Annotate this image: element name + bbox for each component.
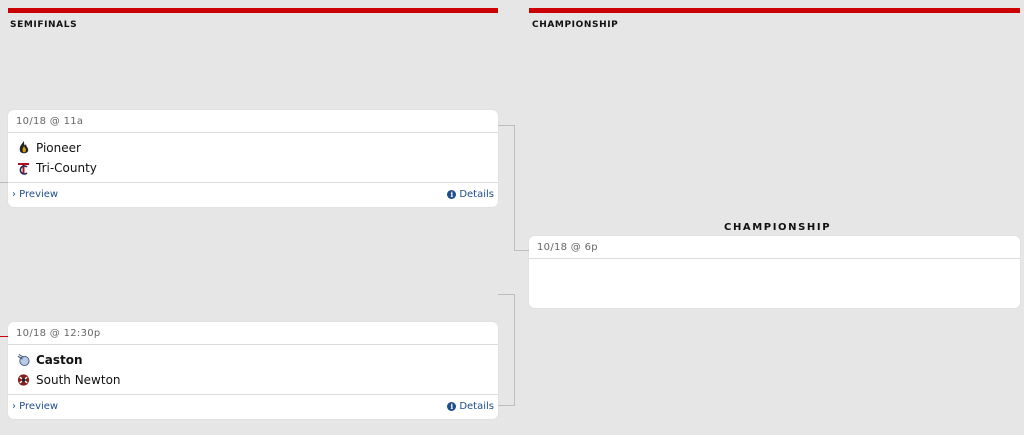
game-links: › Preview i Details	[8, 395, 498, 418]
bracket-connector-join	[514, 250, 529, 251]
game-time: 10/18 @ 11a	[8, 110, 498, 133]
team-list: Pioneer Tri-County	[8, 133, 498, 183]
details-label: Details	[459, 189, 494, 200]
semifinal-game-card[interactable]: 10/18 @ 12:30p Caston South Newton	[8, 322, 498, 419]
team-name: Tri-County	[36, 161, 97, 175]
semifinal-game-card[interactable]: 10/18 @ 11a Pioneer Tri-County › Preview	[8, 110, 498, 207]
caston-comet-logo-icon	[17, 353, 30, 367]
team-row[interactable]: Pioneer	[17, 138, 498, 158]
team-row[interactable]: South Newton	[17, 370, 498, 390]
info-icon: i	[447, 190, 457, 199]
tri-county-tc-logo-icon	[17, 161, 30, 175]
championship-header-bar	[529, 8, 1020, 13]
championship-label: CHAMPIONSHIP	[724, 222, 832, 233]
details-label: Details	[459, 401, 494, 412]
game-time: 10/18 @ 12:30p	[8, 322, 498, 345]
info-icon: i	[447, 402, 457, 411]
bracket-connector-bottom	[498, 294, 515, 406]
team-name: Caston	[36, 353, 83, 367]
semifinals-title: SEMIFINALS	[10, 20, 78, 30]
semifinals-header-bar	[8, 8, 498, 13]
bracket-connector-top	[498, 125, 515, 251]
details-link[interactable]: i Details	[447, 189, 494, 200]
championship-game-card[interactable]: 10/18 @ 6p	[529, 236, 1020, 308]
team-name: Pioneer	[36, 141, 81, 155]
team-row[interactable]: Tri-County	[17, 158, 498, 178]
team-list: Caston South Newton	[8, 345, 498, 395]
preview-link[interactable]: › Preview	[12, 401, 59, 412]
feeder-line-bottom	[0, 336, 8, 337]
feeder-line-top	[0, 182, 8, 183]
details-link[interactable]: i Details	[447, 401, 494, 412]
preview-link[interactable]: › Preview	[12, 189, 59, 200]
game-links: › Preview i Details	[8, 183, 498, 206]
team-name: South Newton	[36, 373, 121, 387]
team-row[interactable]: Caston	[17, 350, 498, 370]
pioneer-flame-logo-icon	[17, 141, 30, 155]
championship-title: CHAMPIONSHIP	[532, 20, 619, 30]
south-newton-logo-icon	[17, 373, 30, 387]
game-time: 10/18 @ 6p	[529, 236, 1020, 259]
